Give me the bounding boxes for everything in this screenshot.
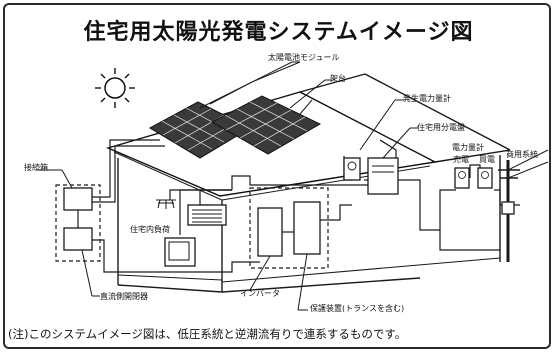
protection-box	[293, 201, 321, 255]
outer-frame	[3, 3, 551, 349]
solar-module-label: 太陽電池モジュール	[268, 53, 340, 62]
mount-label: 架台	[330, 74, 346, 83]
sell-label: 売電	[453, 155, 469, 164]
television-icon	[164, 237, 196, 267]
generation-meter-label: 発生電力量計	[403, 94, 451, 103]
dc-breaker-box	[63, 227, 93, 251]
sun-icon	[95, 68, 135, 108]
junction-box-label: 接続箱	[24, 163, 48, 172]
junction-group-outline	[55, 184, 101, 262]
junction-box	[63, 187, 93, 211]
buy-label: 買電	[479, 155, 495, 164]
diagram-title: 住宅用太陽光発電システムイメージ図	[83, 20, 474, 45]
protection-label: 保護装置(トランスを含む)	[310, 304, 405, 313]
inverter-box	[257, 207, 283, 257]
distribution-board-label: 住宅用分電盤	[417, 123, 465, 132]
ceiling-light-icon	[156, 199, 176, 209]
utility-pole-icon	[498, 149, 549, 262]
distribution-board	[367, 157, 399, 195]
house-load-label: 住宅内負荷	[130, 225, 170, 234]
dc-breaker-label: 直流側開閉器	[100, 292, 148, 301]
inverter-label: インバータ	[240, 289, 280, 298]
house-walls	[117, 155, 501, 293]
footnote: (注)このシステムイメージ図は、低圧系統と逆潮流有りで連系するものです。	[8, 327, 407, 341]
grid-label: 商用系統	[506, 150, 538, 159]
air-conditioner-icon	[187, 204, 227, 226]
solar-panel-right	[210, 95, 322, 155]
power-meter-label: 電力量計	[452, 143, 484, 152]
power-conditioner-outline	[249, 187, 329, 269]
